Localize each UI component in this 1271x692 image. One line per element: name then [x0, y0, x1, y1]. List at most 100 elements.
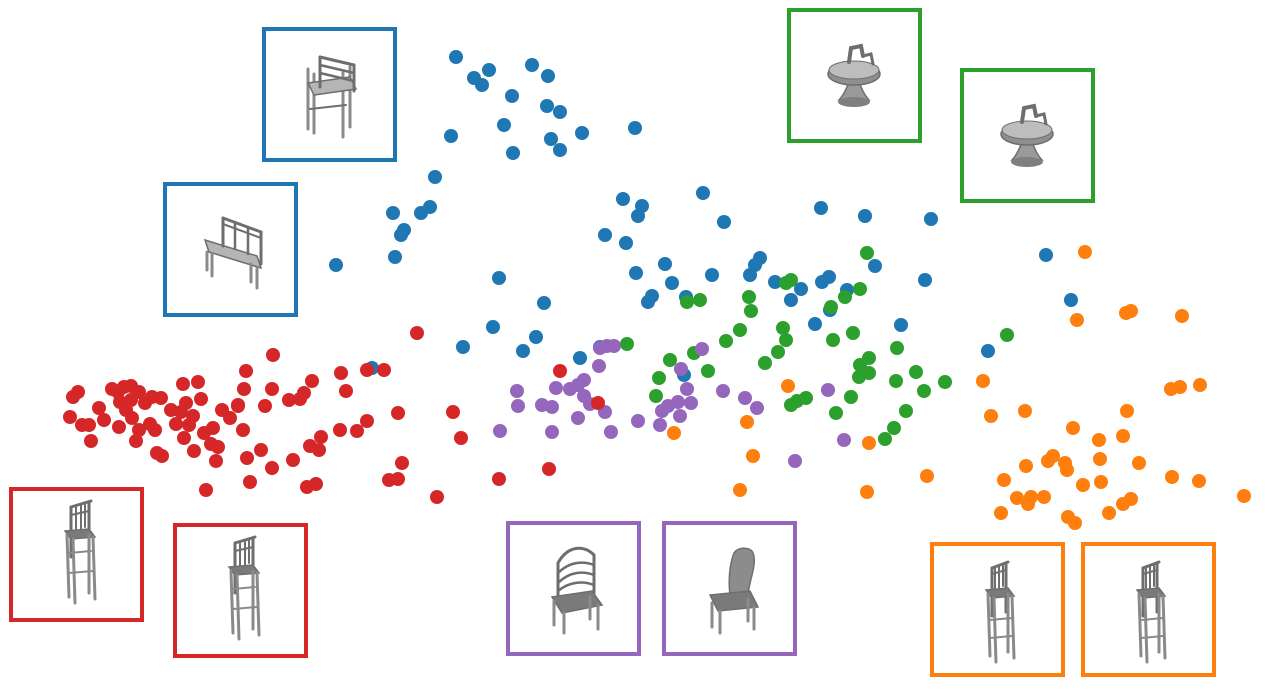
data-point	[125, 411, 139, 425]
data-point	[771, 345, 785, 359]
data-point	[537, 296, 551, 310]
data-point	[446, 405, 460, 419]
round-table-icon	[827, 43, 881, 107]
data-point	[667, 426, 681, 440]
data-point	[549, 381, 563, 395]
data-point	[1066, 421, 1080, 435]
data-point	[493, 424, 507, 438]
data-point	[266, 348, 280, 362]
data-point	[1070, 313, 1084, 327]
data-point	[191, 375, 205, 389]
data-point	[231, 399, 245, 413]
data-point	[1041, 454, 1055, 468]
points-layer	[63, 50, 1251, 530]
data-point	[887, 421, 901, 435]
data-point	[1076, 478, 1090, 492]
data-point	[154, 391, 168, 405]
data-point	[511, 399, 525, 413]
data-point	[604, 425, 618, 439]
data-point	[860, 485, 874, 499]
data-point	[1132, 456, 1146, 470]
data-point	[169, 417, 183, 431]
data-point	[333, 423, 347, 437]
data-point	[314, 430, 328, 444]
data-point	[652, 371, 666, 385]
data-point	[545, 425, 559, 439]
data-point	[733, 483, 747, 497]
data-point	[758, 356, 772, 370]
data-point	[377, 363, 391, 377]
data-point	[1068, 516, 1082, 530]
data-point	[360, 363, 374, 377]
data-point	[705, 268, 719, 282]
data-point	[492, 472, 506, 486]
data-point	[410, 326, 424, 340]
data-point	[619, 236, 633, 250]
data-point	[837, 433, 851, 447]
data-point	[631, 209, 645, 223]
data-point	[738, 391, 752, 405]
data-point	[981, 344, 995, 358]
data-point	[164, 403, 178, 417]
data-point	[671, 395, 685, 409]
data-point	[236, 423, 250, 437]
data-point	[132, 423, 146, 437]
data-point	[938, 375, 952, 389]
data-point	[1193, 378, 1207, 392]
data-point	[917, 384, 931, 398]
data-point	[510, 384, 524, 398]
thumbnail-frame	[960, 68, 1095, 203]
data-point	[645, 289, 659, 303]
data-point	[592, 359, 606, 373]
data-point	[206, 421, 220, 435]
data-point	[858, 209, 872, 223]
data-point	[1124, 304, 1138, 318]
data-point	[312, 443, 326, 457]
data-point	[209, 454, 223, 468]
data-point	[529, 330, 543, 344]
data-point	[542, 462, 556, 476]
tall-bar-chair-icon	[227, 535, 261, 641]
data-point	[684, 396, 698, 410]
data-point	[553, 364, 567, 378]
data-point	[124, 393, 138, 407]
thumbnail-border	[262, 27, 397, 162]
data-point	[155, 449, 169, 463]
data-point	[129, 434, 143, 448]
data-point	[794, 282, 808, 296]
bench-chair-icon	[203, 216, 263, 290]
data-point	[701, 364, 715, 378]
data-point	[680, 382, 694, 396]
data-point	[680, 295, 694, 309]
data-point	[1094, 475, 1108, 489]
data-point	[826, 333, 840, 347]
data-point	[733, 323, 747, 337]
data-point	[750, 401, 764, 415]
data-point	[497, 118, 511, 132]
data-point	[1060, 463, 1074, 477]
data-point	[553, 143, 567, 157]
data-point	[334, 366, 348, 380]
data-point	[591, 396, 605, 410]
data-point	[414, 206, 428, 220]
data-point	[846, 326, 860, 340]
data-point	[541, 69, 555, 83]
data-point	[860, 246, 874, 260]
data-point	[598, 228, 612, 242]
data-point	[540, 99, 554, 113]
data-point	[237, 382, 251, 396]
data-point	[894, 318, 908, 332]
data-point	[386, 206, 400, 220]
data-point	[784, 398, 798, 412]
data-point	[186, 409, 200, 423]
thumbnail-frame	[262, 27, 397, 162]
data-point	[486, 320, 500, 334]
data-point	[674, 362, 688, 376]
data-point	[211, 440, 225, 454]
data-point	[223, 411, 237, 425]
data-point	[176, 377, 190, 391]
data-point	[631, 414, 645, 428]
data-point	[449, 50, 463, 64]
data-point	[1165, 470, 1179, 484]
data-point	[821, 383, 835, 397]
